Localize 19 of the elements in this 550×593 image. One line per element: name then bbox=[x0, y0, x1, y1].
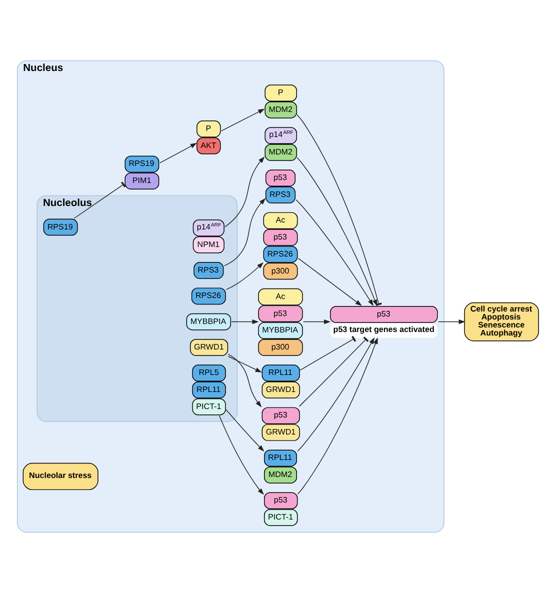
arrow bbox=[220, 108, 265, 132]
arrow bbox=[296, 199, 374, 306]
arrow bbox=[224, 156, 265, 228]
connector bbox=[296, 114, 382, 306]
arrow bbox=[226, 409, 264, 452]
arrow bbox=[226, 262, 264, 290]
arrow bbox=[218, 415, 264, 495]
label: Nucleolar stress bbox=[29, 470, 92, 480]
arrow bbox=[228, 354, 262, 408]
arrow bbox=[302, 319, 331, 324]
arrow bbox=[298, 258, 362, 306]
arrow bbox=[228, 356, 262, 373]
arrow bbox=[231, 319, 259, 324]
arrow bbox=[296, 157, 378, 306]
connector bbox=[300, 336, 356, 371]
node-box: Cell cycle arrest Apoptosis Senescence Autophagy bbox=[464, 302, 539, 342]
arrow bbox=[159, 142, 198, 164]
arrow bbox=[438, 319, 466, 324]
arrow bbox=[224, 198, 266, 266]
